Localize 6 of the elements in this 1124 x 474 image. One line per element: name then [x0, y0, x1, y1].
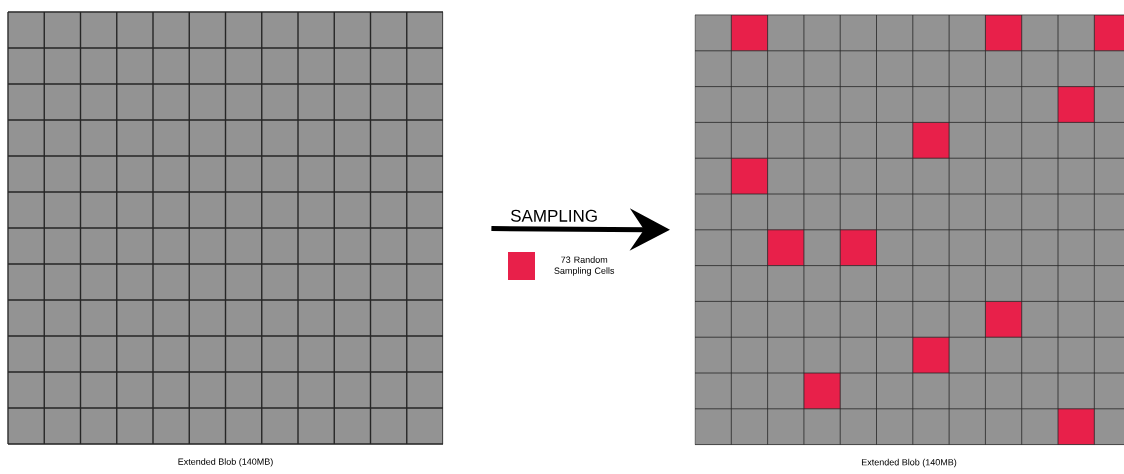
- node-label: Extended Blob (140MB): [861, 458, 957, 468]
- edge-label: SAMPLING: [510, 209, 597, 222]
- grid-drawing: [694, 14, 1124, 445]
- legend-label: 73 Random Sampling Cells: [554, 256, 615, 276]
- grid-drawing: [7, 11, 444, 445]
- node-label: Extended Blob (140MB): [178, 458, 273, 467]
